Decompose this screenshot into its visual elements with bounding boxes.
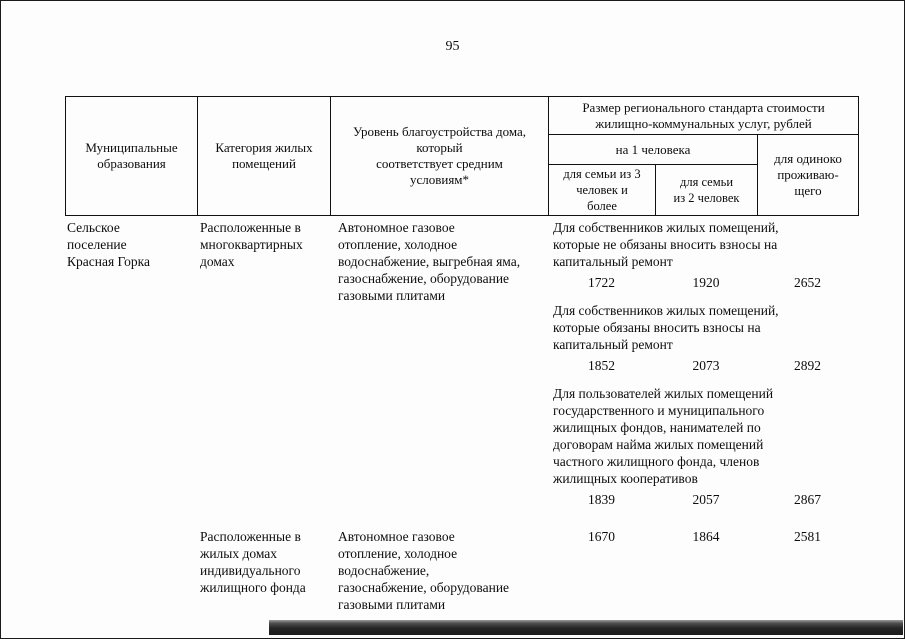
cell-level: Автономное газовое отопление, холодное в…	[338, 529, 510, 612]
value-block-label: Для собственников жилых помещений, котор…	[553, 303, 779, 352]
value-row: 1839 2057 2867	[548, 491, 858, 508]
value-row: 1670 1864 2581	[548, 528, 858, 545]
value-family2: 1864	[692, 529, 720, 544]
value-block-label: Для пользователей жилых помещений госуда…	[553, 386, 774, 486]
value-single: 2867	[794, 492, 821, 507]
value-family3: 1670	[588, 529, 615, 544]
table-row: Сельское поселение Красная Горка Располо…	[65, 216, 859, 519]
value-family2: 2073	[692, 358, 720, 373]
table-header: Муниципальные образования Категория жилы…	[65, 96, 859, 216]
cell-level: Автономное газовое отопление, холодное в…	[338, 220, 521, 303]
cell-category: Расположенные в многоквартирных домах	[200, 220, 303, 269]
cell-values: Для собственников жилых помещений, котор…	[548, 219, 858, 519]
cell-municipality	[65, 528, 197, 613]
header-family2: для семьи из 2 человек	[656, 165, 758, 215]
value-single: 2581	[794, 529, 821, 544]
value-family2: 1920	[692, 275, 720, 290]
value-row: 1852 2073 2892	[548, 357, 858, 374]
value-family3: 1852	[588, 358, 615, 373]
cell-category: Расположенные в жилых домах индивидуальн…	[200, 529, 306, 595]
value-family3: 1839	[588, 492, 615, 507]
page-number: 95	[445, 39, 460, 54]
value-single: 2652	[794, 275, 821, 290]
value-block-label: Для собственников жилых помещений, котор…	[553, 220, 779, 269]
cell-values: 1670 1864 2581	[548, 528, 858, 613]
header-level: Уровень благоустройства дома, который со…	[331, 97, 549, 215]
value-family2: 2057	[692, 492, 720, 507]
scan-artifact	[269, 620, 903, 635]
value-block: Для пользователей жилых помещений госуда…	[548, 385, 858, 508]
header-size-title: Размер регионального стандарта стоимости…	[549, 97, 858, 135]
cell-municipality: Сельское поселение Красная Горка	[67, 220, 151, 269]
value-family3: 1722	[588, 275, 615, 290]
table-body: Сельское поселение Красная Горка Располо…	[65, 216, 859, 613]
header-per-person: на 1 человека	[549, 135, 758, 165]
value-block: Для собственников жилых помещений, котор…	[548, 219, 858, 291]
header-municipal: Муниципальные образования	[66, 97, 198, 215]
header-single: для одиноко проживаю- щего	[774, 151, 842, 198]
value-block: Для собственников жилых помещений, котор…	[548, 302, 858, 374]
value-row: 1722 1920 2652	[548, 274, 858, 291]
table-row: Расположенные в жилых домах индивидуальн…	[65, 525, 859, 613]
header-family3: для семьи из 3 человек и более	[549, 165, 656, 215]
value-single: 2892	[794, 358, 821, 373]
header-category: Категория жилых помещений	[198, 97, 331, 215]
